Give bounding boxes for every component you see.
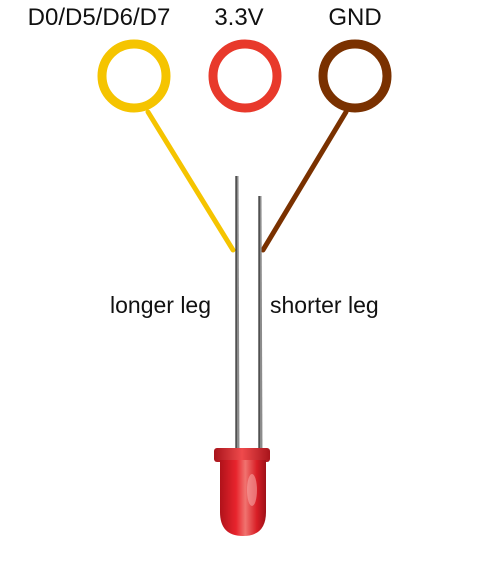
ground-pin-circle: [318, 39, 392, 113]
led-dome: [220, 460, 266, 536]
led-icon: [214, 448, 270, 536]
led-longer-leg: [235, 175, 240, 459]
shorter-leg-label: shorter leg: [270, 292, 379, 318]
longer-leg-label: longer leg: [110, 292, 212, 318]
led-rim: [214, 448, 270, 462]
power-pin-label: 3.3V: [214, 4, 264, 31]
signal-wire: [145, 109, 236, 253]
signal-pin-circle: [97, 39, 171, 113]
ground-wire: [260, 109, 349, 253]
power-pin-circle: [208, 39, 282, 113]
led-highlight: [247, 474, 257, 506]
led-shorter-leg: [258, 195, 263, 459]
signal-pin-label: D0/D5/D6/D7: [27, 4, 171, 31]
ground-pin-label: GND: [328, 4, 382, 31]
